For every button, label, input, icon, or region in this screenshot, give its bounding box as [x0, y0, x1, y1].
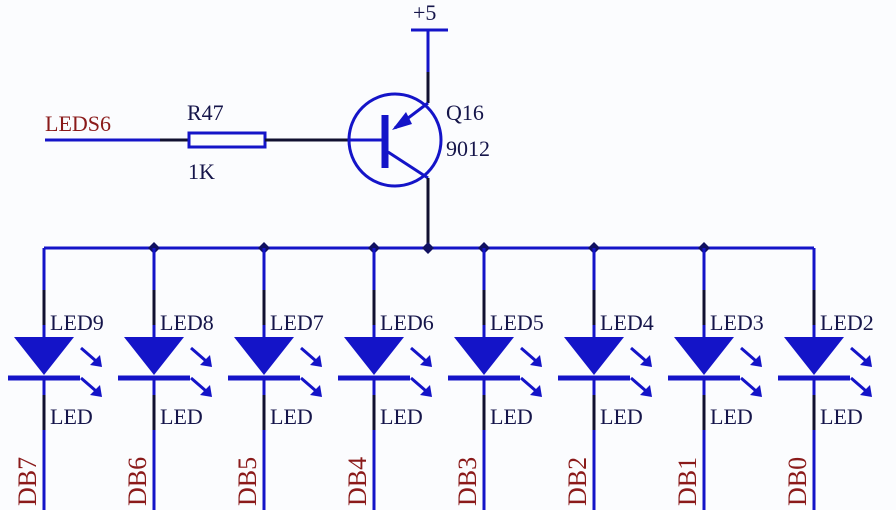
- light-emission-arrow-icon: [410, 376, 432, 397]
- diode-triangle: [14, 337, 74, 375]
- led-value: LED: [50, 404, 93, 429]
- power-symbol: +5: [411, 0, 448, 103]
- resistor-ref: R47: [187, 100, 224, 125]
- led-value: LED: [490, 404, 533, 429]
- led-value: LED: [600, 404, 643, 429]
- junction-dot: [422, 242, 434, 254]
- diode-triangle: [674, 337, 734, 375]
- net-label-db: DB7: [13, 457, 42, 506]
- light-emission-arrow-icon: [740, 376, 762, 397]
- light-emission-arrow-icon: [410, 346, 432, 367]
- led-value: LED: [710, 404, 753, 429]
- light-emission-arrow-icon: [300, 346, 322, 367]
- net-label-db: DB4: [343, 457, 372, 506]
- light-emission-arrow-icon: [80, 376, 102, 397]
- light-emission-arrow-icon: [850, 376, 872, 397]
- light-emission-arrow-icon: [80, 346, 102, 367]
- led-ref: LED8: [160, 310, 214, 335]
- net-label-leds6: LEDS6: [45, 111, 111, 136]
- light-emission-arrow-icon: [300, 376, 322, 397]
- light-emission-arrow-icon: [520, 346, 542, 367]
- input-net: LEDS6: [45, 111, 189, 142]
- light-emission-arrow-icon: [740, 346, 762, 367]
- led-ref: LED5: [490, 310, 544, 335]
- transistor-ref: Q16: [446, 100, 484, 125]
- net-label-db: DB3: [453, 457, 482, 506]
- led-ref: LED7: [270, 310, 324, 335]
- net-label-db: DB1: [673, 457, 702, 506]
- diode-triangle: [234, 337, 294, 375]
- diode-triangle: [564, 337, 624, 375]
- transistor-part: 9012: [446, 136, 490, 161]
- led-ref: LED3: [710, 310, 764, 335]
- led-value: LED: [380, 404, 423, 429]
- diode-triangle: [454, 337, 514, 375]
- power-label: +5: [413, 0, 436, 25]
- net-label-db: DB5: [233, 457, 262, 506]
- led-ref: LED2: [820, 310, 874, 335]
- diode-triangle: [344, 337, 404, 375]
- led-ref: LED4: [600, 310, 654, 335]
- resistor-value: 1K: [188, 159, 215, 184]
- light-emission-arrow-icon: [850, 346, 872, 367]
- resistor-r47: R47 1K: [187, 100, 350, 184]
- led-value: LED: [160, 404, 203, 429]
- led-value: LED: [270, 404, 313, 429]
- light-emission-arrow-icon: [190, 376, 212, 397]
- net-label-db: DB6: [123, 457, 152, 506]
- light-emission-arrow-icon: [520, 376, 542, 397]
- led-ref: LED9: [50, 310, 104, 335]
- light-emission-arrow-icon: [630, 376, 652, 397]
- led-ref: LED6: [380, 310, 434, 335]
- diode-triangle: [124, 337, 184, 375]
- diode-triangle: [784, 337, 844, 375]
- led-value: LED: [820, 404, 863, 429]
- light-emission-arrow-icon: [190, 346, 212, 367]
- light-emission-arrow-icon: [630, 346, 652, 367]
- net-label-db: DB2: [563, 457, 592, 506]
- net-label-db: DB0: [783, 457, 812, 506]
- transistor-q16: Q16 9012: [347, 92, 490, 248]
